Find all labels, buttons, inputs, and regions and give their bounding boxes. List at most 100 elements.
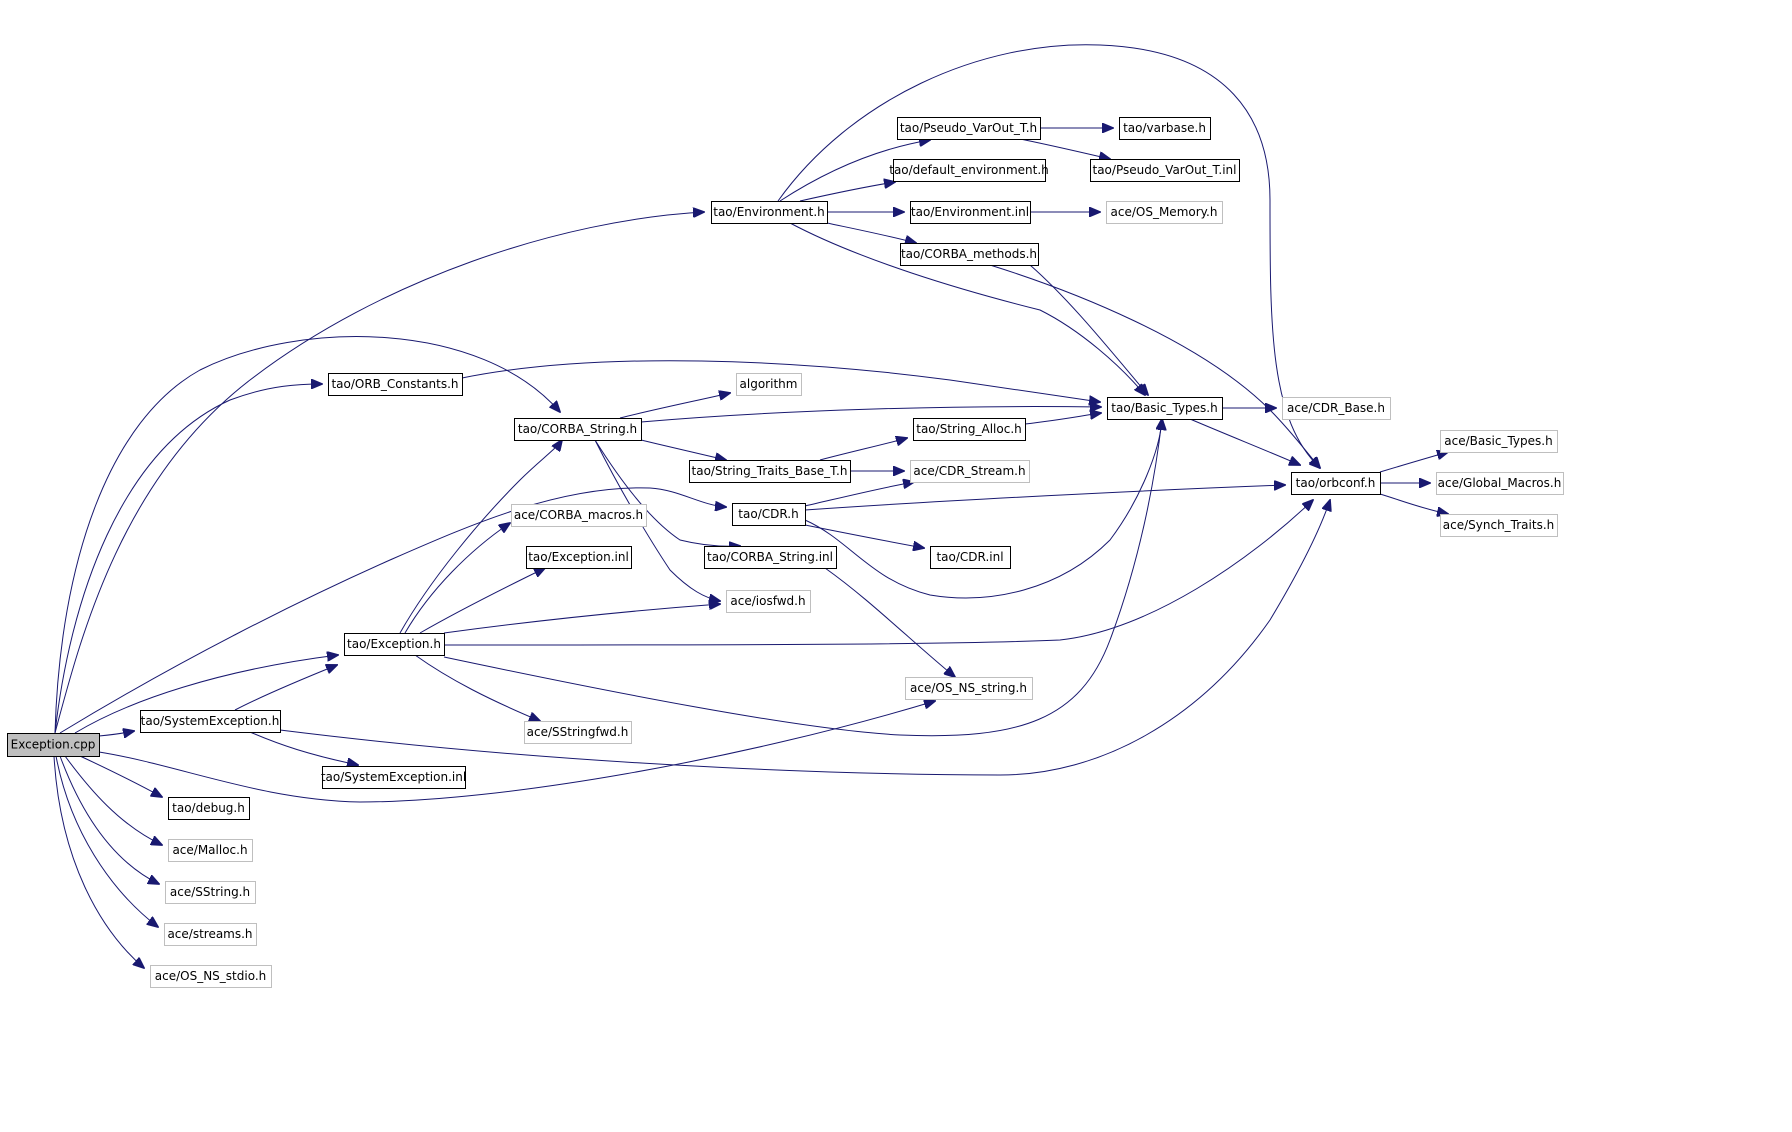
node-box[interactable] bbox=[893, 159, 1046, 182]
node-n22[interactable]: ace/CORBA_macros.h bbox=[511, 504, 647, 527]
node-box[interactable] bbox=[322, 766, 466, 789]
node-box[interactable] bbox=[526, 546, 632, 569]
node-n23[interactable]: tao/CDR.inl bbox=[930, 546, 1011, 569]
node-box[interactable] bbox=[150, 965, 272, 988]
node-box[interactable] bbox=[913, 418, 1026, 441]
edge-n13-to-n24 bbox=[594, 439, 740, 546]
edge-n0-to-n9 bbox=[54, 384, 322, 734]
node-n13[interactable]: tao/CORBA_String.h bbox=[514, 418, 642, 441]
edge-n0-to-n27 bbox=[74, 655, 338, 734]
node-box[interactable] bbox=[900, 243, 1039, 266]
node-n32[interactable]: tao/debug.h bbox=[168, 797, 250, 820]
node-n35[interactable]: ace/streams.h bbox=[164, 923, 257, 946]
edge-n18-to-n21 bbox=[1379, 493, 1448, 514]
node-box[interactable] bbox=[910, 460, 1030, 483]
node-box[interactable] bbox=[1440, 430, 1558, 453]
node-n4[interactable]: tao/default_environment.h bbox=[889, 159, 1049, 182]
node-box[interactable] bbox=[1436, 472, 1564, 495]
node-n30[interactable]: ace/SStringfwd.h bbox=[524, 721, 632, 744]
node-box[interactable] bbox=[732, 503, 806, 526]
node-box[interactable] bbox=[511, 504, 647, 527]
node-n9[interactable]: tao/ORB_Constants.h bbox=[328, 373, 463, 396]
node-n26[interactable]: ace/iosfwd.h bbox=[726, 590, 811, 613]
node-n0[interactable]: Exception.cpp bbox=[7, 733, 100, 757]
node-n15[interactable]: ace/Basic_Types.h bbox=[1440, 430, 1558, 453]
node-box[interactable] bbox=[168, 797, 250, 820]
edge-n0-to-n1 bbox=[54, 212, 704, 734]
node-n10[interactable]: algorithm bbox=[736, 373, 802, 396]
node-n34[interactable]: ace/SString.h bbox=[165, 881, 256, 904]
node-label: tao/debug.h bbox=[172, 801, 245, 815]
node-box[interactable] bbox=[1106, 201, 1223, 224]
node-box[interactable] bbox=[7, 733, 100, 757]
node-n6[interactable]: tao/Environment.inl bbox=[910, 201, 1031, 224]
node-box[interactable] bbox=[1291, 472, 1381, 495]
node-label: tao/ORB_Constants.h bbox=[331, 377, 458, 391]
node-n5[interactable]: tao/Pseudo_VarOut_T.inl bbox=[1090, 159, 1240, 182]
node-box[interactable] bbox=[1107, 397, 1223, 420]
node-n16[interactable]: tao/String_Traits_Base_T.h bbox=[689, 460, 851, 483]
node-box[interactable] bbox=[1090, 159, 1240, 182]
node-label: ace/iosfwd.h bbox=[730, 594, 805, 608]
node-n11[interactable]: tao/Basic_Types.h bbox=[1107, 397, 1223, 420]
node-n21[interactable]: ace/Synch_Traits.h bbox=[1440, 514, 1558, 537]
node-n25[interactable]: tao/Exception.inl bbox=[526, 546, 632, 569]
node-n19[interactable]: ace/Global_Macros.h bbox=[1436, 472, 1564, 495]
node-box[interactable] bbox=[905, 677, 1033, 700]
node-n8[interactable]: tao/CORBA_methods.h bbox=[900, 243, 1039, 266]
edge-n0-to-n29 bbox=[98, 731, 134, 736]
node-n20[interactable]: tao/CDR.h bbox=[732, 503, 806, 526]
node-box[interactable] bbox=[165, 881, 256, 904]
node-box[interactable] bbox=[897, 117, 1041, 140]
edge-n13-to-n16 bbox=[640, 439, 726, 460]
node-n12[interactable]: ace/CDR_Base.h bbox=[1282, 397, 1391, 420]
node-n14[interactable]: tao/String_Alloc.h bbox=[913, 418, 1026, 441]
node-n29[interactable]: tao/SystemException.h bbox=[140, 710, 281, 733]
node-label: tao/Basic_Types.h bbox=[1111, 401, 1217, 415]
node-box[interactable] bbox=[910, 201, 1031, 224]
node-n17[interactable]: ace/CDR_Stream.h bbox=[910, 460, 1030, 483]
node-n27[interactable]: tao/Exception.h bbox=[344, 633, 445, 656]
node-label: ace/CORBA_macros.h bbox=[514, 508, 643, 522]
node-box[interactable] bbox=[524, 721, 632, 744]
node-box[interactable] bbox=[930, 546, 1011, 569]
node-box[interactable] bbox=[168, 839, 253, 862]
node-n36[interactable]: ace/OS_NS_stdio.h bbox=[150, 965, 272, 988]
node-label: ace/Basic_Types.h bbox=[1444, 434, 1552, 448]
node-box[interactable] bbox=[704, 546, 837, 569]
node-n18[interactable]: tao/orbconf.h bbox=[1291, 472, 1381, 495]
node-box[interactable] bbox=[711, 201, 828, 224]
edge-n20-to-n18 bbox=[804, 485, 1285, 511]
edge-n18-to-n15 bbox=[1379, 452, 1448, 473]
node-n31[interactable]: tao/SystemException.inl bbox=[321, 766, 466, 789]
edge-n24-to-n28 bbox=[824, 567, 955, 677]
edge-n16-to-n14 bbox=[819, 438, 907, 461]
edge-n13-to-n11 bbox=[640, 407, 1101, 423]
node-box[interactable] bbox=[1282, 397, 1391, 420]
edge-n0-to-n32 bbox=[79, 755, 162, 797]
node-box[interactable] bbox=[1440, 514, 1558, 537]
node-n33[interactable]: ace/Malloc.h bbox=[168, 839, 253, 862]
node-box[interactable] bbox=[328, 373, 463, 396]
node-box[interactable] bbox=[726, 590, 811, 613]
node-box[interactable] bbox=[514, 418, 642, 441]
node-label: ace/CDR_Stream.h bbox=[913, 464, 1025, 478]
edge-n0-to-n33 bbox=[64, 755, 162, 845]
node-label: tao/String_Alloc.h bbox=[916, 422, 1022, 436]
node-n7[interactable]: ace/OS_Memory.h bbox=[1106, 201, 1223, 224]
node-box[interactable] bbox=[689, 460, 851, 483]
edge-n29-to-n27 bbox=[234, 665, 337, 711]
node-box[interactable] bbox=[344, 633, 445, 656]
node-n24[interactable]: tao/CORBA_String.inl bbox=[704, 546, 837, 569]
node-box[interactable] bbox=[736, 373, 802, 396]
node-n28[interactable]: ace/OS_NS_string.h bbox=[905, 677, 1033, 700]
node-box[interactable] bbox=[1119, 117, 1211, 140]
edge-n0-to-n34 bbox=[59, 755, 159, 884]
node-label: ace/Global_Macros.h bbox=[1438, 476, 1562, 490]
edge-n8-to-n18 bbox=[989, 264, 1320, 468]
node-n3[interactable]: tao/varbase.h bbox=[1119, 117, 1211, 140]
node-box[interactable] bbox=[140, 710, 281, 733]
node-n1[interactable]: tao/Environment.h bbox=[711, 201, 828, 224]
node-box[interactable] bbox=[164, 923, 257, 946]
node-n2[interactable]: tao/Pseudo_VarOut_T.h bbox=[897, 117, 1041, 140]
